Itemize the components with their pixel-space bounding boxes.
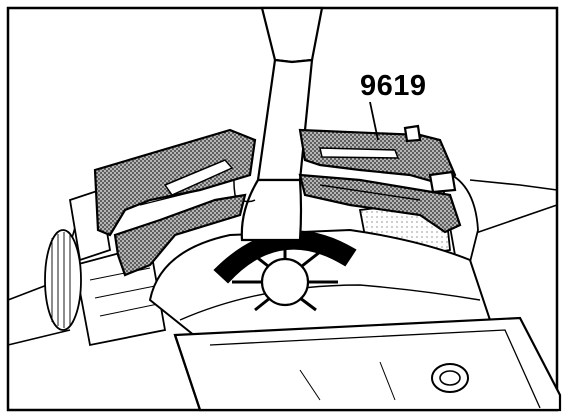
left-housing xyxy=(45,190,165,345)
adjuster-knob xyxy=(45,230,81,330)
special-tool-9619 xyxy=(95,126,460,275)
shift-lever xyxy=(234,8,322,240)
console-front-panel xyxy=(175,318,560,410)
callout-leader-line xyxy=(370,102,378,140)
tool-callout-label: 9619 xyxy=(360,70,427,102)
